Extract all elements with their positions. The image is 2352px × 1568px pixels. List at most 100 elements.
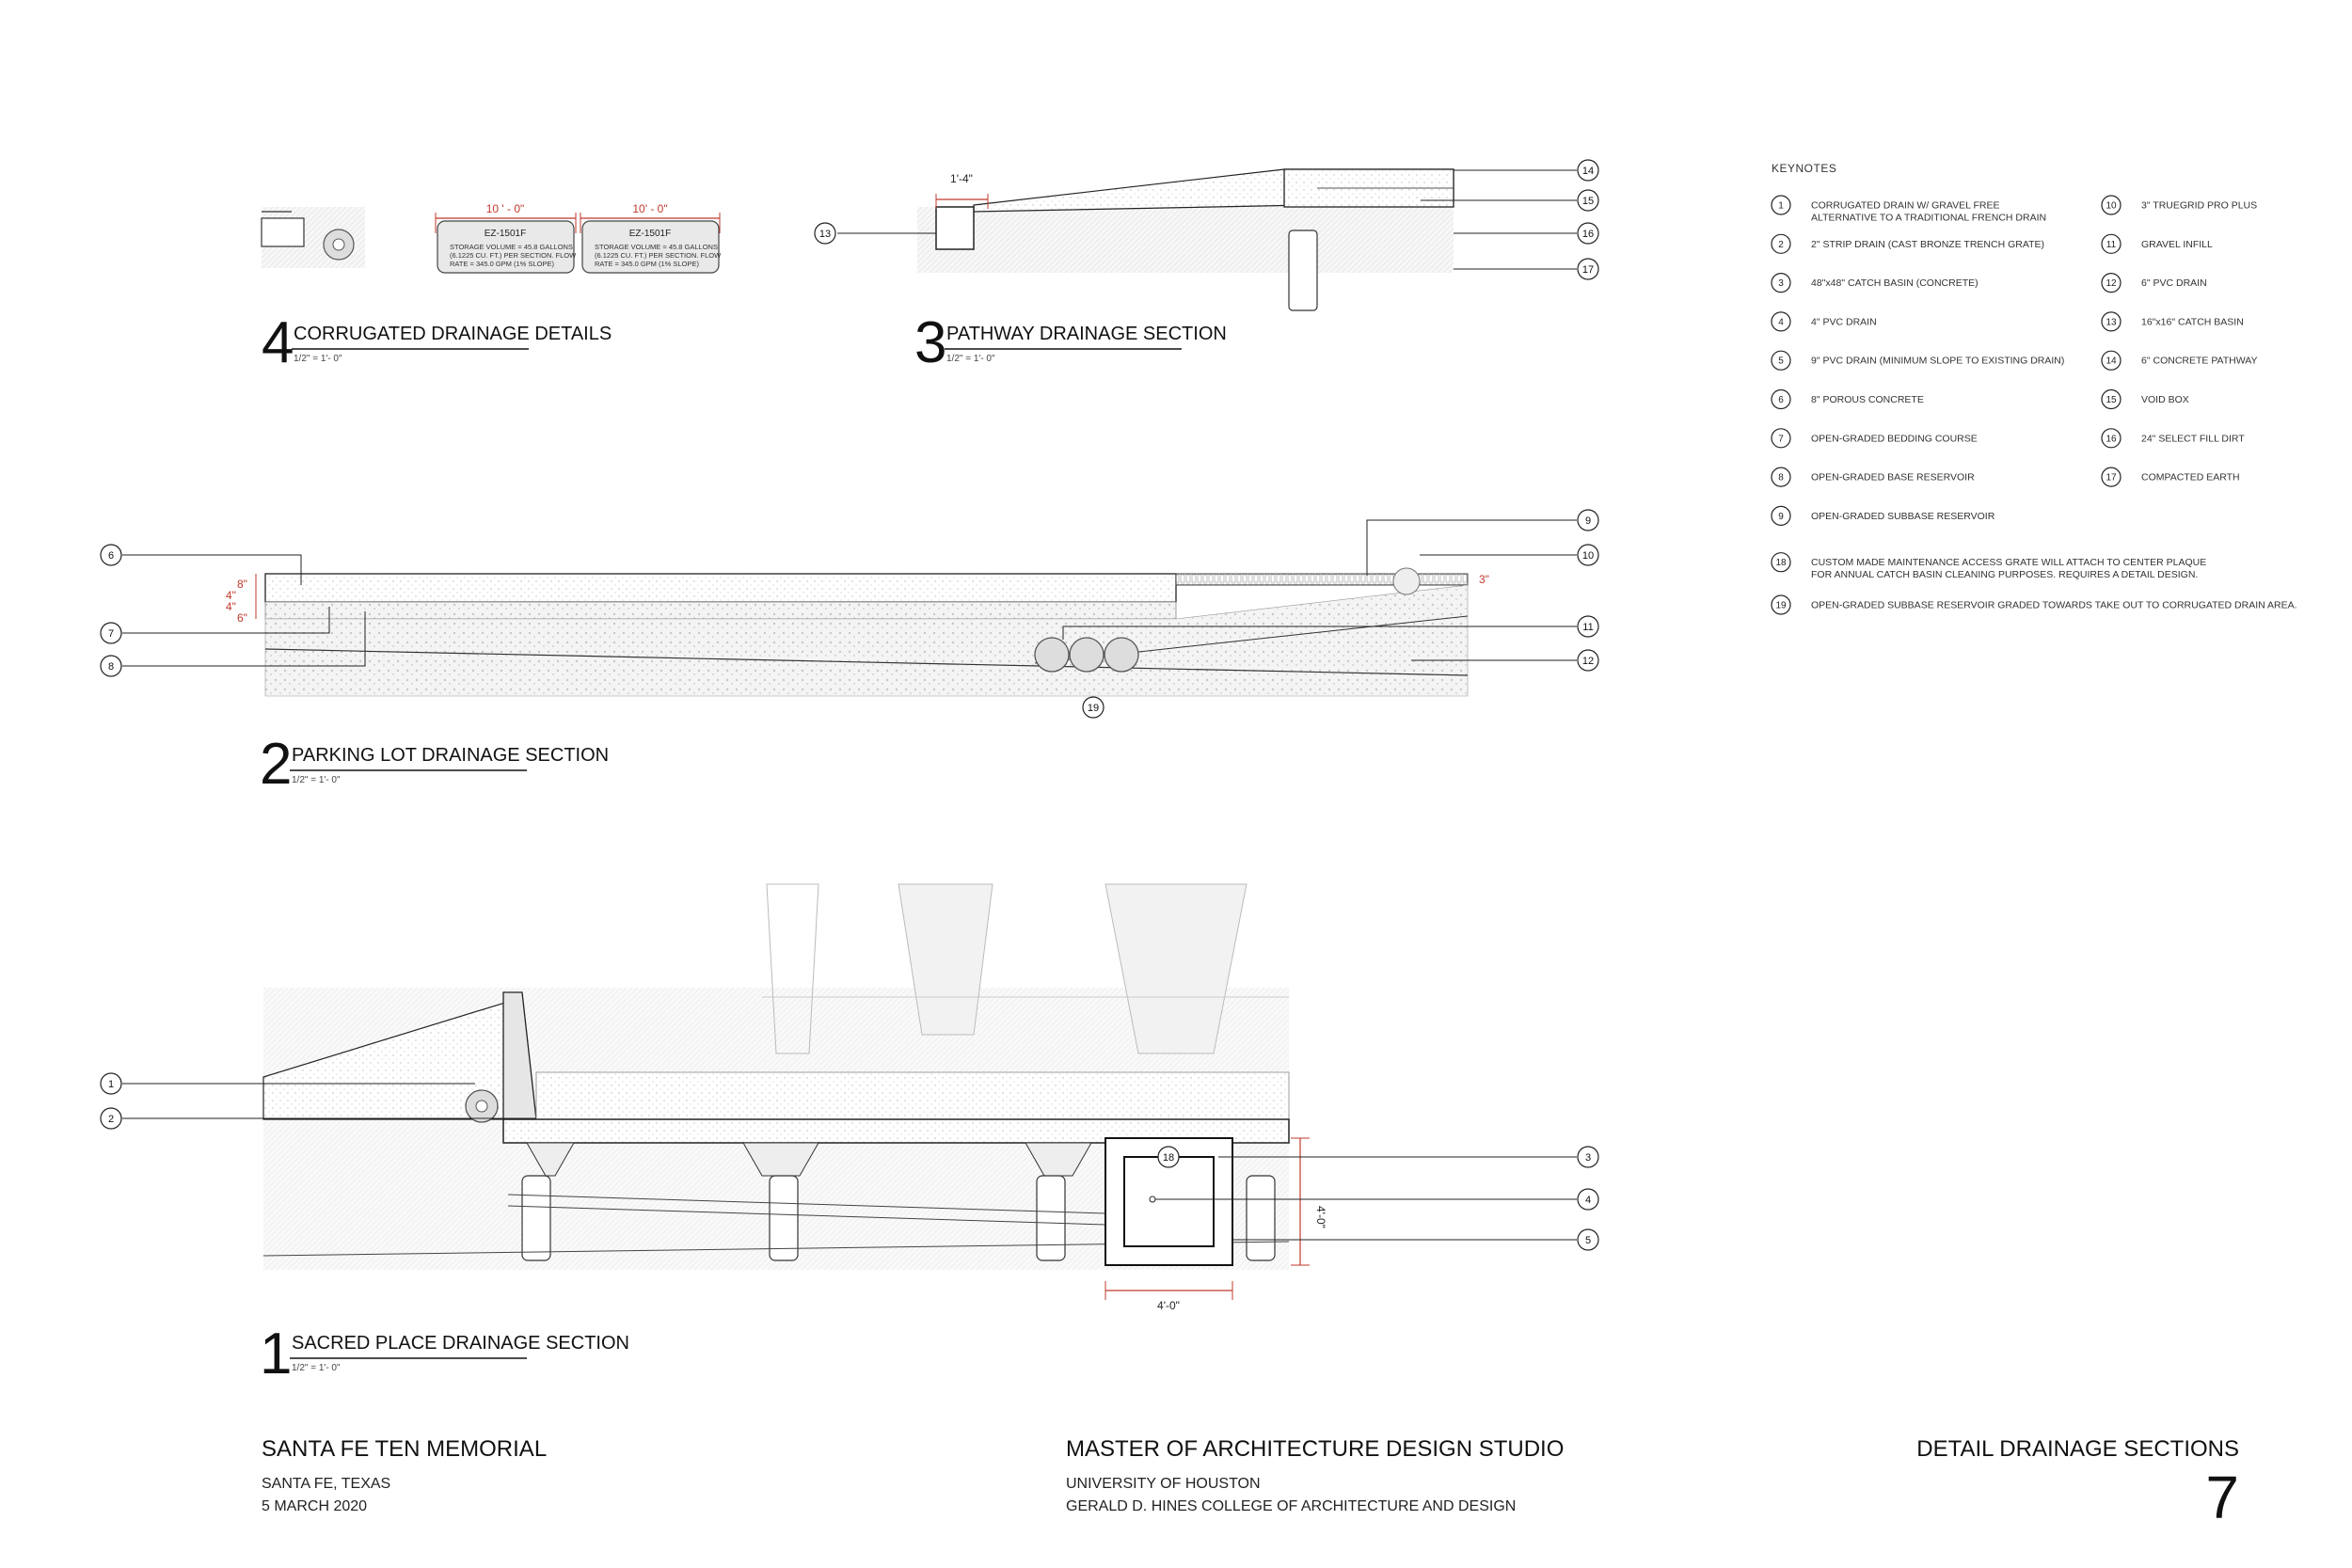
svg-text:5: 5 [1585, 1235, 1591, 1246]
keynote-bubble-3 [1771, 273, 1791, 293]
project-name: SANTA FE TEN MEMORIAL [262, 1436, 547, 1462]
callout-13 [814, 222, 836, 245]
svg-text:3: 3 [1585, 1152, 1591, 1164]
keynote-bubble-4 [1771, 311, 1791, 332]
project-location: SANTA FE, TEXAS [262, 1476, 390, 1492]
dim-6in: 6" [237, 611, 247, 625]
college-name: GERALD D. HINES COLLEGE OF ARCHITECTURE … [1066, 1498, 1516, 1514]
keynote-bubble-11 [2101, 233, 2122, 254]
detail2-title: PARKING LOT DRAINAGE SECTION [292, 745, 609, 766]
callout-12 [1577, 649, 1599, 672]
callout-19 [1082, 696, 1104, 719]
keynote-text-8: OPEN-GRADED BASE RESERVOIR [1811, 472, 1975, 483]
storage-note-right-3: RATE = 345.0 GPM (1% SLOPE) [595, 260, 699, 268]
keynote-bubble-14 [2101, 350, 2122, 371]
svg-text:12: 12 [1582, 656, 1594, 667]
keynote-bubble-17 [2101, 467, 2122, 487]
callout-5 [1577, 1228, 1599, 1251]
detail1-dim-v: 4'-0" [1314, 1206, 1327, 1228]
svg-text:10: 10 [1582, 550, 1594, 562]
keynote-text-18-line-1: CUSTOM MADE MAINTENANCE ACCESS GRATE WIL… [1811, 557, 2206, 568]
detail4-dim-right: 10' - 0" [632, 202, 667, 215]
keynote-bubble-19 [1771, 594, 1791, 615]
sheet-number: 7 [2205, 1464, 2239, 1531]
svg-text:17: 17 [1582, 264, 1594, 276]
keynote-number-4: 4 [1778, 317, 1784, 327]
detail3-fill [917, 207, 1454, 273]
detail2-number: 2 [260, 732, 292, 797]
keynote-text-6: 8" POROUS CONCRETE [1811, 394, 1924, 405]
detail-4-corrugated-drainage: 10 ' - 0" 10' - 0" EZ-1501F EZ-1501F STO… [261, 202, 722, 375]
detail2-scale: 1/2" = 1'- 0" [292, 775, 341, 785]
keynote-bubble-2 [1771, 233, 1791, 254]
detail4-scale: 1/2" = 1'- 0" [294, 354, 342, 364]
callout-18 [1157, 1146, 1180, 1168]
callout-3 [1577, 1146, 1599, 1168]
dim-4in-a: 4" [226, 589, 236, 602]
pier-3 [1036, 1175, 1066, 1261]
storage-unit-right [581, 220, 720, 274]
callout-4 [1577, 1188, 1599, 1211]
svg-text:13: 13 [819, 229, 831, 240]
keynote-number-18: 18 [1775, 558, 1787, 568]
dim-8in: 8" [237, 578, 247, 591]
keynote-text-3: 48"x48" CATCH BASIN (CONCRETE) [1811, 277, 1979, 289]
keynotes-title: KEYNOTES [1772, 162, 1836, 175]
svg-text:16: 16 [1582, 229, 1594, 240]
detail-1-sacred-place-drainage: 4'-0" 4'-0" 1 2 3 4 5 18 1 SACRED PLACE … [100, 883, 1599, 1386]
keynote-bubble-10 [2101, 195, 2122, 215]
svg-text:14: 14 [1582, 166, 1594, 177]
detail3-dim: 1'-4" [950, 172, 973, 185]
callout-10 [1577, 544, 1599, 566]
callout-1 [100, 1072, 122, 1095]
title-block: SANTA FE TEN MEMORIAL SANTA FE, TEXAS 5 … [262, 1436, 2239, 1531]
keynote-text-18-line-2: FOR ANNUAL CATCH BASIN CLEANING PURPOSES… [1811, 569, 2198, 580]
callout-11 [1577, 615, 1599, 638]
detail3-title: PATHWAY DRAINAGE SECTION [946, 324, 1227, 344]
bedding-course [264, 601, 1177, 620]
detail4-trench [261, 217, 305, 247]
keynote-text-2: 2" STRIP DRAIN (CAST BRONZE TRENCH GRATE… [1811, 239, 2044, 250]
storage-note-left-2: (6.1225 CU. FT.) PER SECTION. FLOW [450, 251, 577, 260]
callout-14 [1577, 159, 1599, 182]
svg-text:8: 8 [108, 661, 114, 673]
svg-text:7: 7 [108, 628, 114, 640]
keynote-number-9: 9 [1778, 512, 1784, 522]
detail3-scale: 1/2" = 1'- 0" [946, 354, 995, 364]
keynote-bubble-1 [1771, 195, 1791, 215]
storage-unit-left-label: EZ-1501F [485, 229, 526, 239]
porous-concrete [264, 573, 1177, 603]
keynote-number-10: 10 [2106, 201, 2117, 212]
detail4-dim-left: 10 ' - 0" [486, 202, 525, 215]
detail4-title: CORRUGATED DRAINAGE DETAILS [294, 324, 612, 344]
keynote-text-4: 4" PVC DRAIN [1811, 316, 1877, 327]
keynote-bubble-16 [2101, 428, 2122, 449]
corrugated-pipe-1-icon [1034, 637, 1070, 673]
keynote-text-11: GRAVEL INFILL [2141, 239, 2213, 250]
keynote-number-5: 5 [1778, 356, 1784, 367]
keynote-number-15: 15 [2106, 395, 2117, 405]
keynote-number-1: 1 [1778, 201, 1784, 212]
keynote-number-12: 12 [2106, 278, 2117, 289]
callout-8 [100, 655, 122, 677]
project-date: 5 MARCH 2020 [262, 1498, 367, 1514]
keynote-text-10: 3" TRUEGRID PRO PLUS [2141, 200, 2257, 212]
storage-note-left-3: RATE = 345.0 GPM (1% SLOPE) [450, 260, 554, 268]
pier-4 [1246, 1175, 1276, 1261]
catch-basin-16 [935, 206, 975, 250]
detail1-number: 1 [260, 1322, 292, 1386]
keynote-bubble-7 [1771, 428, 1791, 449]
studio-name: MASTER OF ARCHITECTURE DESIGN STUDIO [1066, 1436, 1564, 1462]
corrugated-pipe-2-icon [1069, 637, 1104, 673]
pier-2 [769, 1175, 799, 1261]
keynote-text-16: 24" SELECT FILL DIRT [2141, 433, 2245, 444]
keynote-number-17: 17 [2106, 473, 2117, 483]
svg-text:1: 1 [108, 1079, 114, 1090]
detail-2-parking-lot-drainage: 8" 4" 4" 6" 3" 6 7 8 9 10 11 12 19 2 PAR… [100, 509, 1599, 797]
keynote-number-8: 8 [1778, 473, 1784, 483]
dim-3in: 3" [1479, 573, 1489, 586]
truegrid-pavers [1175, 573, 1469, 586]
keynote-text-7: OPEN-GRADED BEDDING COURSE [1811, 433, 1978, 444]
